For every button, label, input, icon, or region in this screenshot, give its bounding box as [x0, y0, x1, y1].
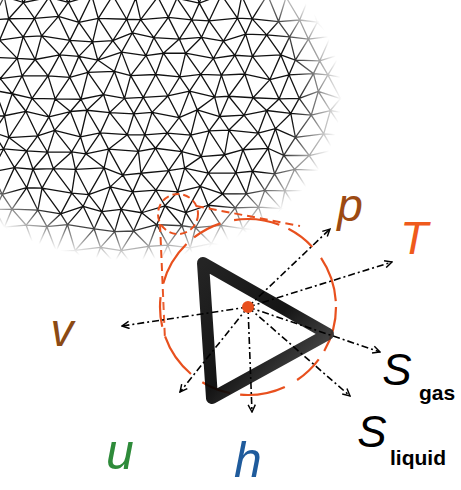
- property-arrows: [122, 229, 392, 412]
- property-arrow: [122, 307, 248, 326]
- subscript-label: liquid: [390, 447, 446, 468]
- property-arrow: [248, 229, 330, 307]
- property-arrow: [248, 307, 350, 396]
- property-arrow: [180, 307, 248, 392]
- zoom-border: [160, 219, 336, 395]
- variable-label: h: [234, 435, 262, 485]
- mesh-edges: [0, 0, 355, 272]
- variable-label: S: [357, 410, 386, 454]
- zoom-circle: [158, 194, 198, 234]
- property-arrow: [248, 262, 392, 307]
- subscript-label: gas: [419, 382, 455, 403]
- variable-label: T: [400, 215, 428, 261]
- property-arrow: [248, 307, 380, 352]
- variable-label: S: [382, 348, 411, 392]
- variable-label: p: [337, 182, 363, 228]
- property-arrow: [248, 307, 252, 412]
- variable-label: v: [51, 307, 74, 353]
- zoom-halo: [160, 219, 336, 395]
- mesh-element: [203, 263, 328, 398]
- variable-label: u: [106, 427, 134, 477]
- triangle-mesh: [0, 0, 355, 272]
- node-point: [242, 301, 254, 313]
